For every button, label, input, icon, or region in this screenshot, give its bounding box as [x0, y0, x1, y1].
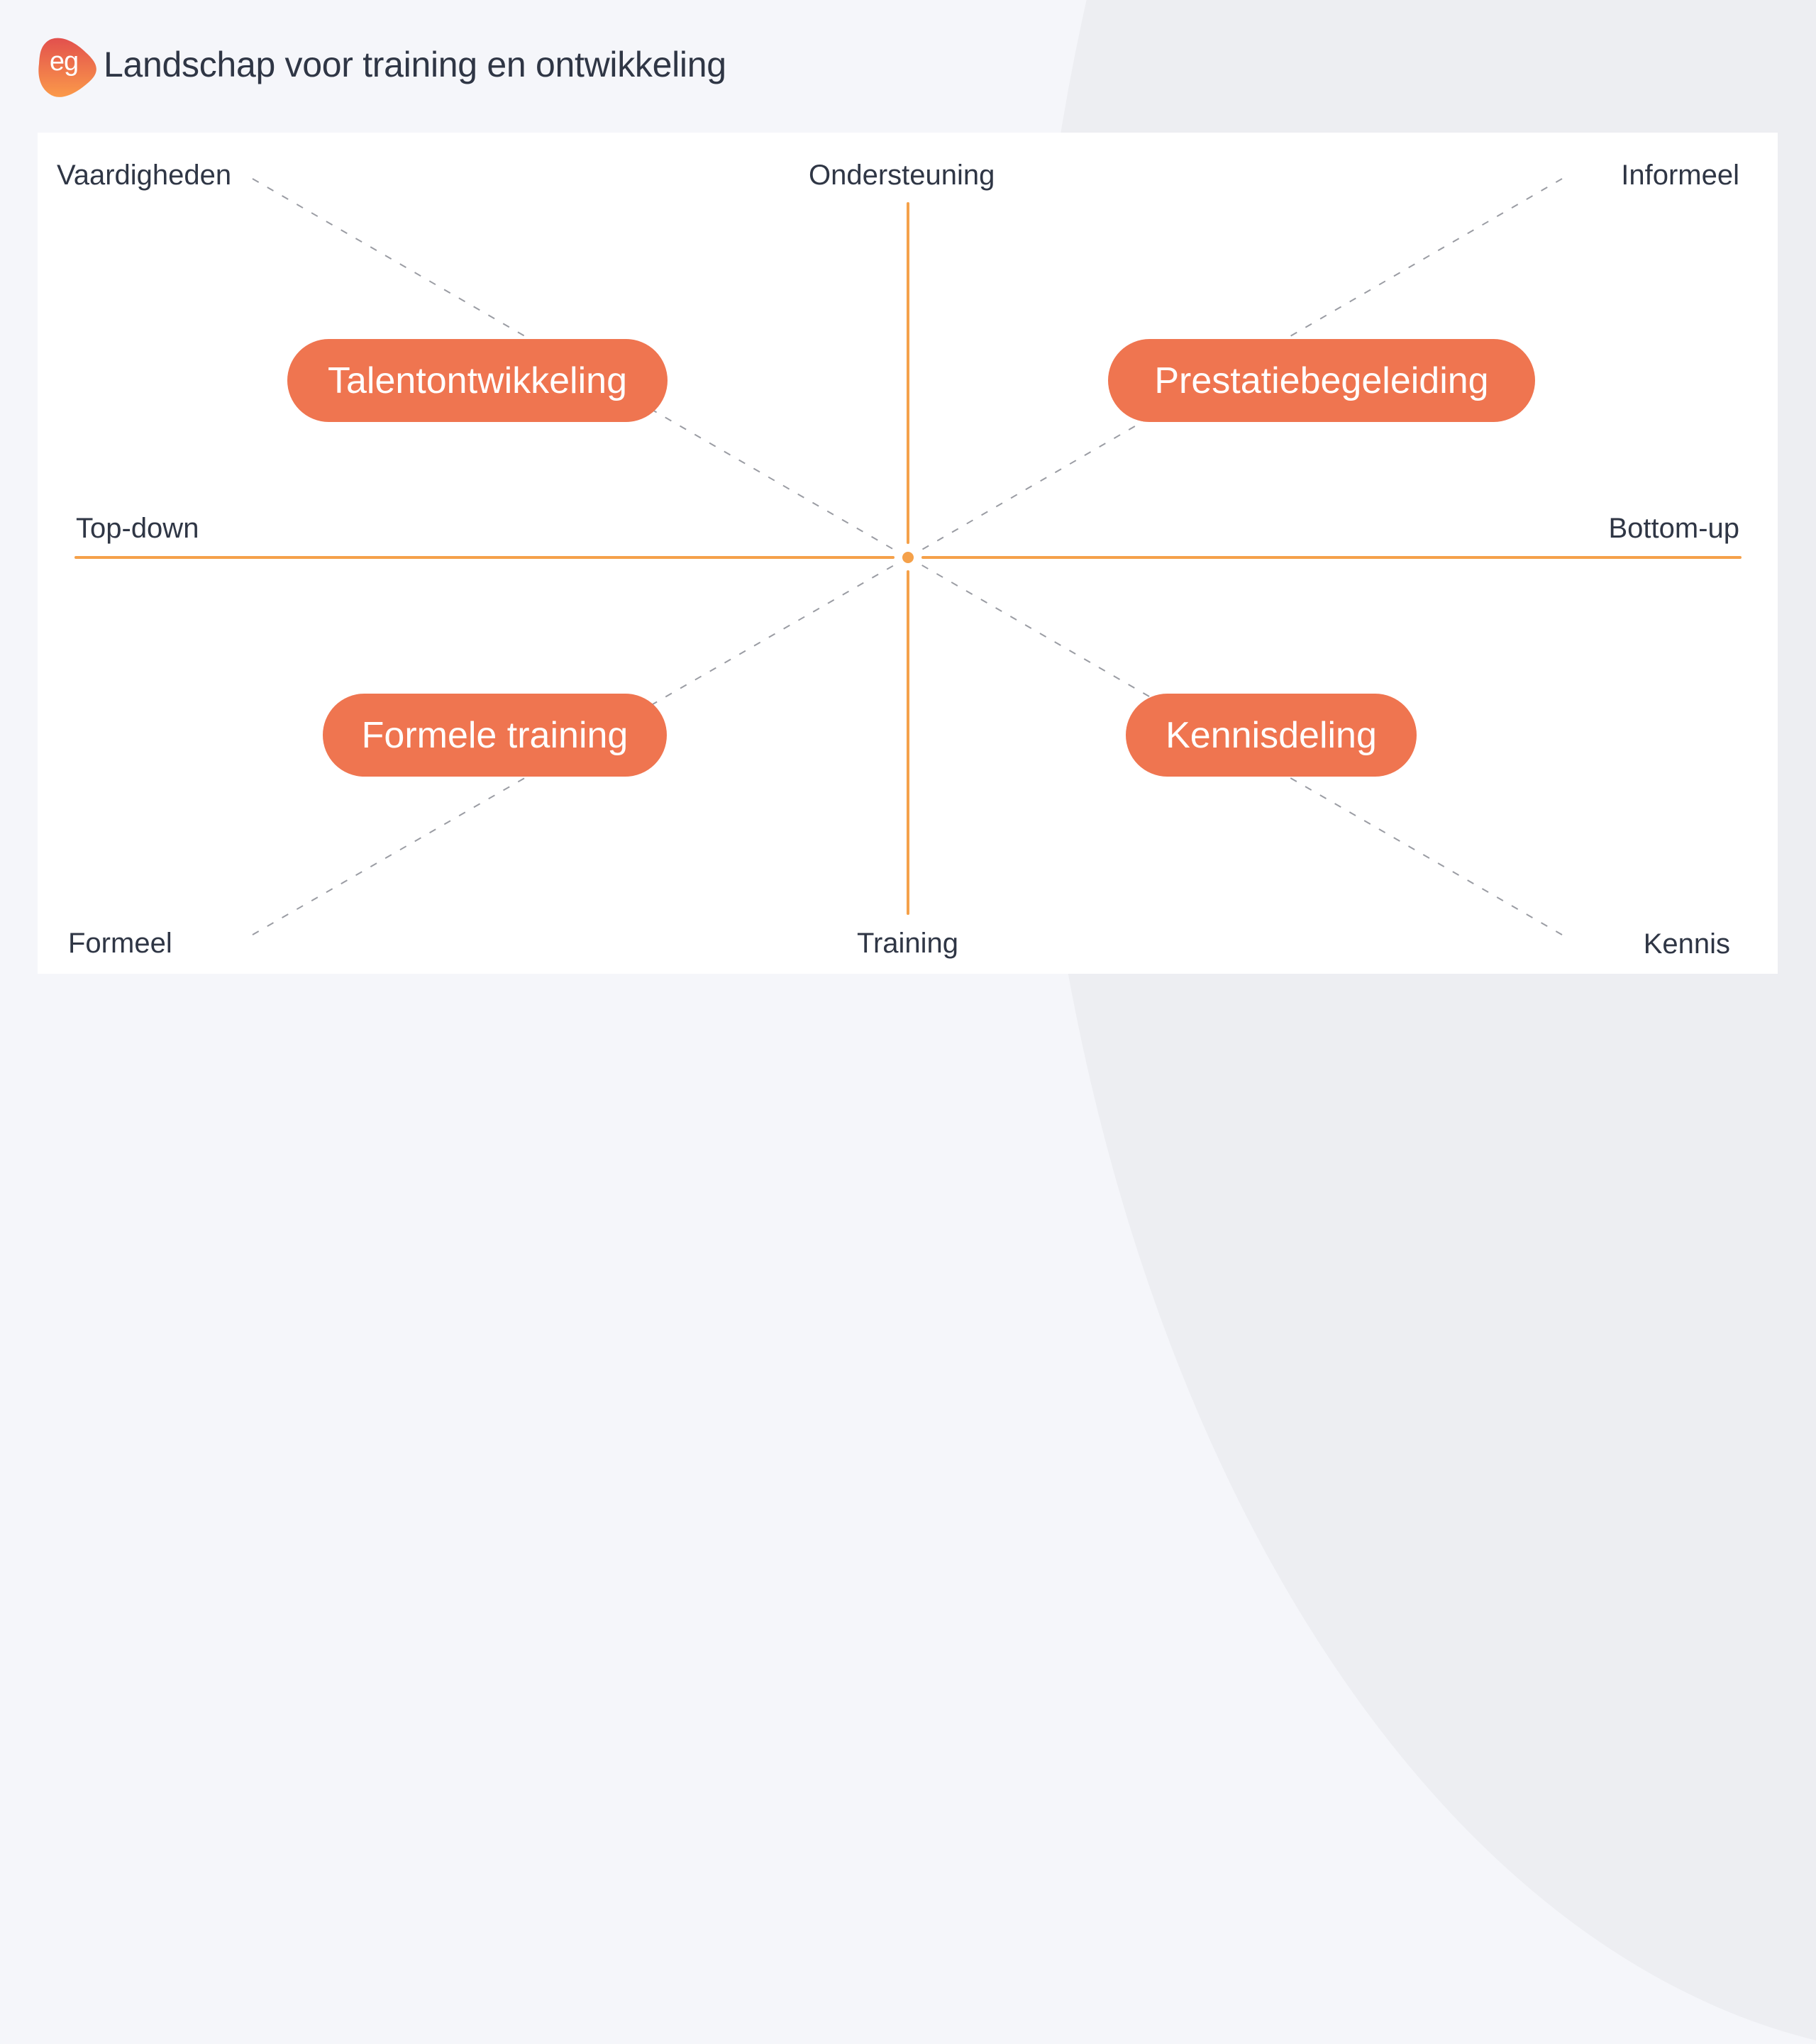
corner-label-top-right: Informeel: [1621, 160, 1739, 191]
logo: eg: [38, 37, 99, 98]
axis-label-right: Bottom-up: [1608, 513, 1739, 544]
center-dot-icon: [902, 552, 914, 563]
diagram-lines: [74, 178, 1742, 935]
pill-label: Prestatiebegeleiding: [1154, 360, 1489, 401]
axis-label-left: Top-down: [76, 513, 199, 544]
diagonal-bottom-right: [920, 564, 1563, 935]
diagonal-top-left: [252, 178, 896, 551]
logo-blob-icon: [38, 38, 96, 97]
corner-label-bottom-right: Kennis: [1643, 928, 1730, 960]
corner-label-top-left: Vaardigheden: [57, 160, 232, 191]
axis-label-bottom: Training: [857, 928, 959, 959]
quadrant-pill-talentontwikkeling: Talentontwikkeling: [287, 339, 668, 422]
page-title: Landschap voor training en ontwikkeling: [104, 45, 726, 84]
quadrant-pill-formele-training: Formele training: [323, 694, 667, 777]
diagonal-top-right: [920, 178, 1563, 551]
pill-label: Kennisdeling: [1166, 714, 1377, 756]
axis-label-top: Ondersteuning: [809, 160, 995, 191]
pill-label: Formele training: [361, 714, 629, 756]
quadrant-pill-prestatiebegeleiding: Prestatiebegeleiding: [1108, 339, 1535, 422]
pill-label: Talentontwikkeling: [327, 360, 628, 401]
quadrant-pill-kennisdeling: Kennisdeling: [1126, 694, 1417, 777]
diagonal-bottom-left: [252, 564, 896, 935]
corner-label-bottom-left: Formeel: [68, 928, 172, 959]
logo-text: eg: [49, 47, 79, 77]
